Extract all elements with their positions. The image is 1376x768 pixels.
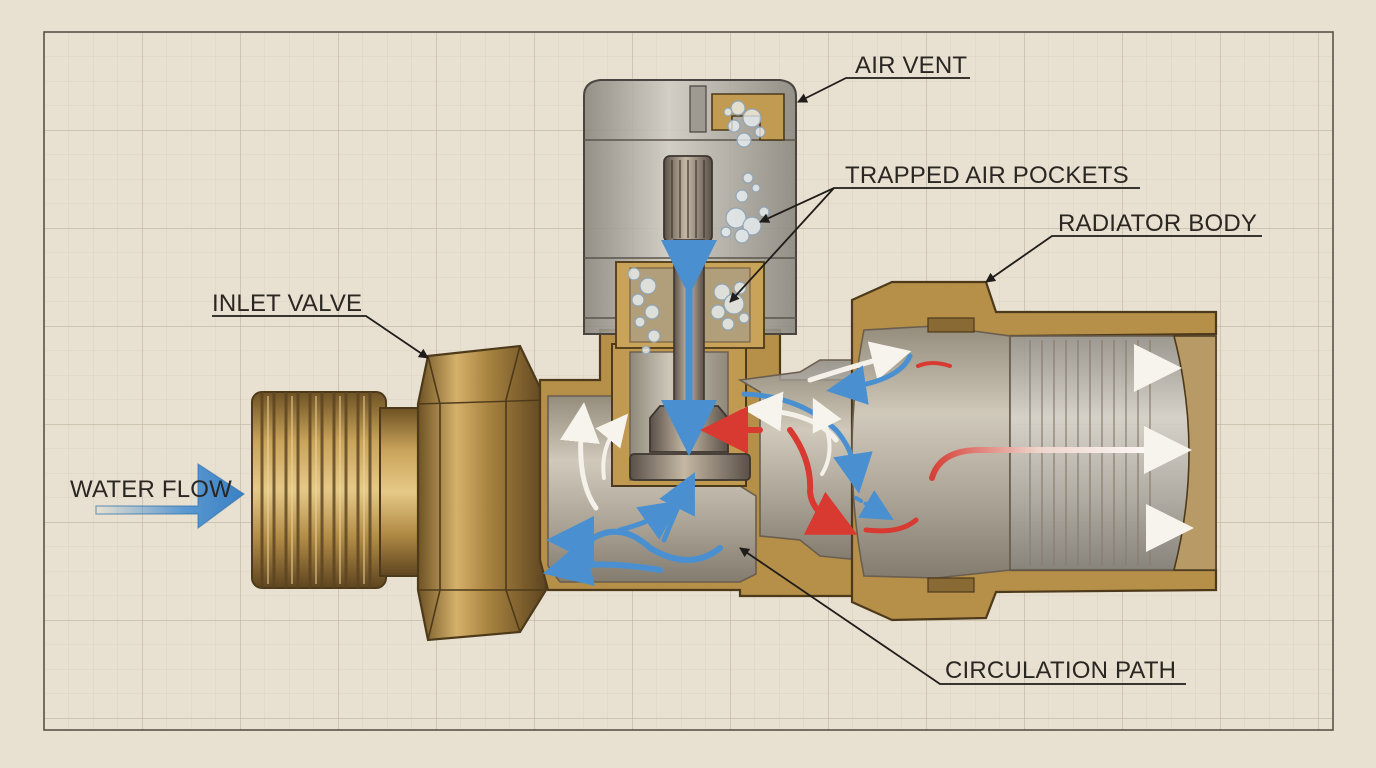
- radiator-body-label: RADIATOR BODY: [1058, 210, 1258, 237]
- water-flow-label: WATER FLOW: [70, 476, 232, 503]
- leader-lines: [212, 77, 1262, 685]
- air-bubbles: [627, 100, 770, 355]
- flow-arrows: [542, 240, 1194, 586]
- circulation-path-label: CIRCULATION PATH: [945, 657, 1177, 684]
- inlet-valve-label: INLET VALVE: [212, 290, 363, 317]
- inlet-fitting: [251, 344, 548, 642]
- water-flow-arrow: [95, 462, 246, 530]
- trapped-air-pockets-label: TRAPPED AIR POCKETS: [845, 162, 1129, 189]
- air-vent-label: AIR VENT: [855, 52, 968, 79]
